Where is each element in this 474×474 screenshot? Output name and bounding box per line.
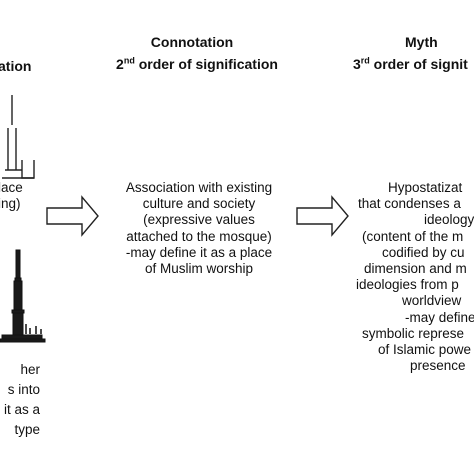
myth-subtitle: 3rd order of signit [353,55,468,72]
denotation-lower-text: her s into it as a type [3,362,40,437]
arrow-denotation-to-connotation [46,195,99,237]
denotation-title-fragment: ation [0,58,32,74]
connotation-body: Association with existing culture and so… [125,180,273,277]
connotation-subtitle: 2nd order of signification [116,55,278,72]
myth-body: Hypostatizat that condenses a ideology (… [356,180,474,374]
arrow-connotation-to-myth [296,195,349,237]
myth-title: Myth [405,34,438,50]
minaret-outline-icon [2,95,35,179]
minaret-silhouette-icon [0,249,46,343]
connotation-title: Connotation [150,34,234,50]
denotation-upper-text: lace ing) [0,180,23,212]
